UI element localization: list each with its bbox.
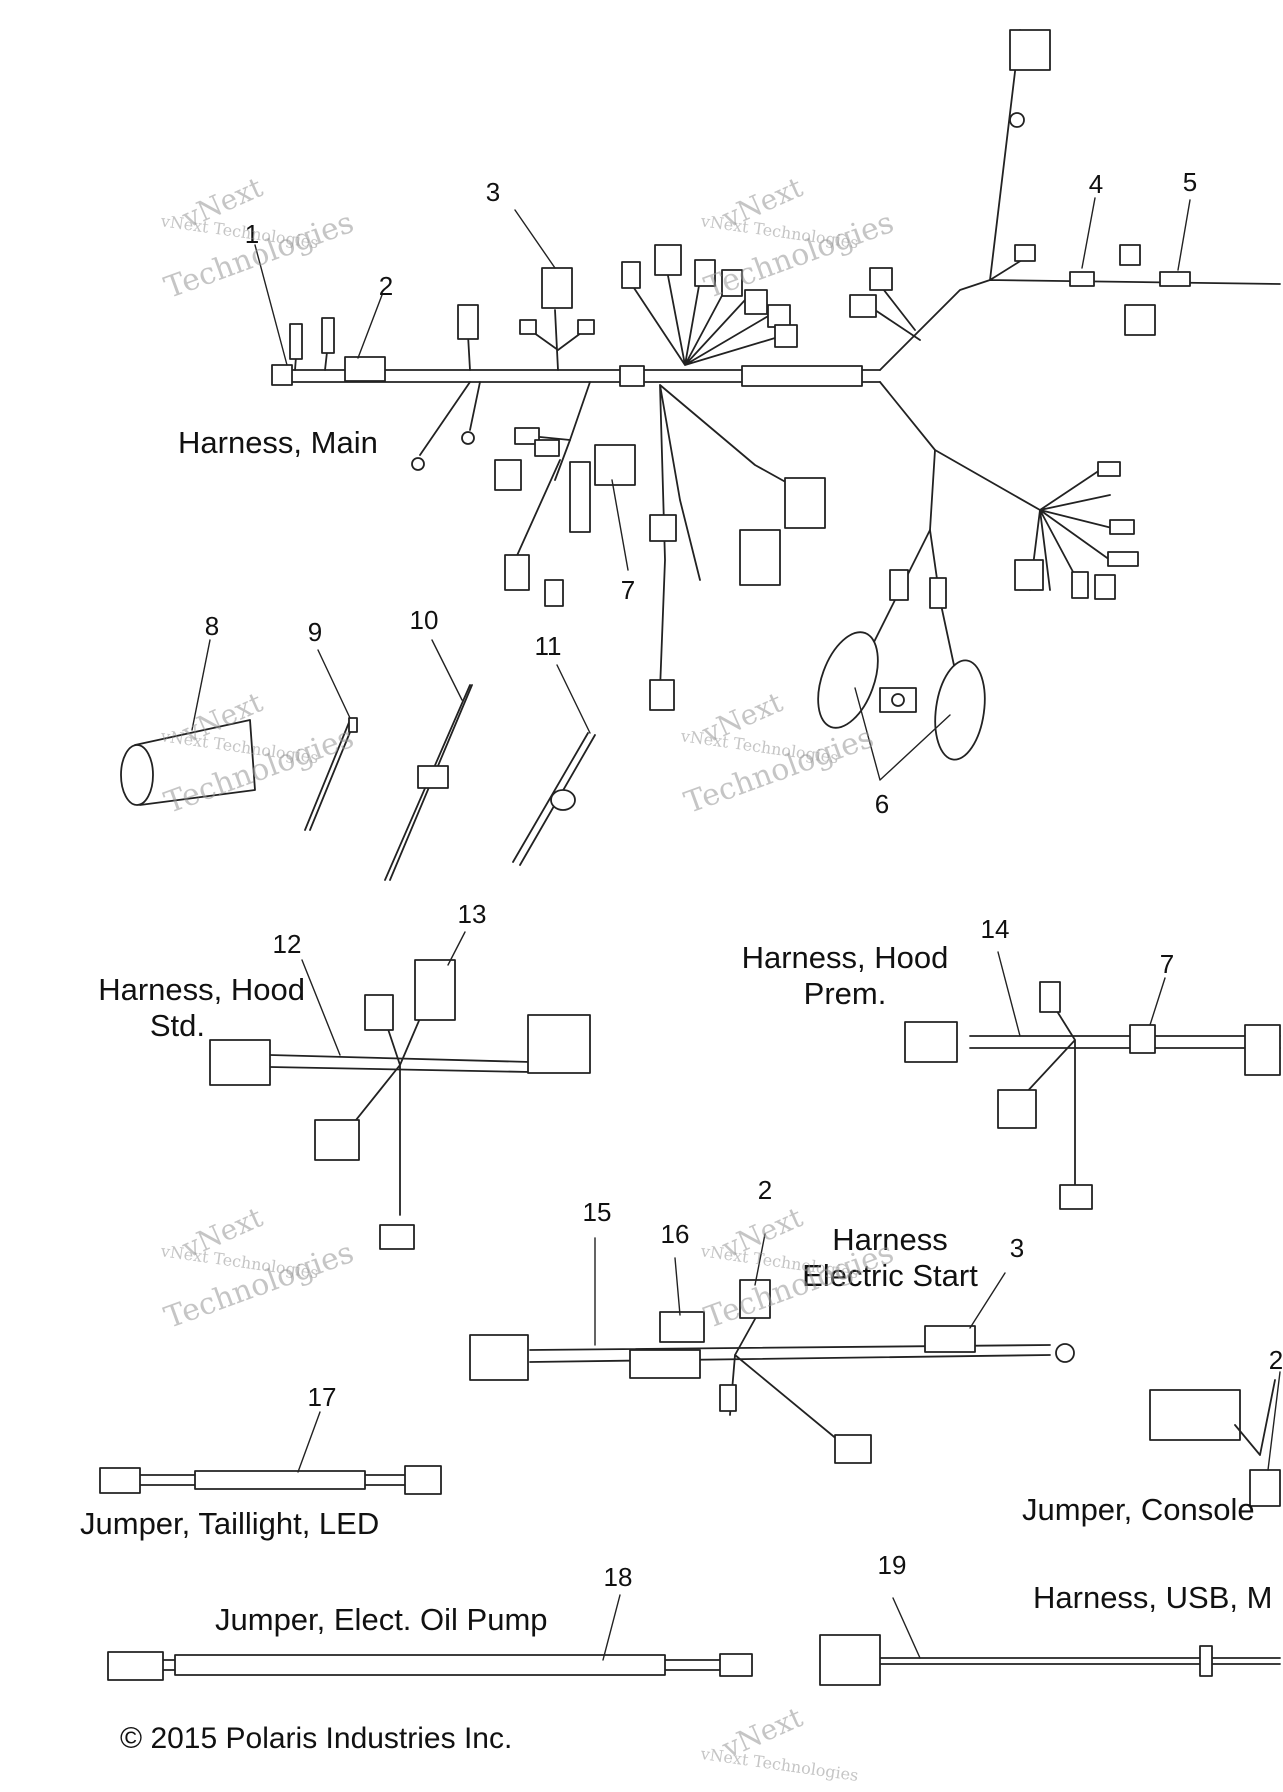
callout-3-electric-start: 3 xyxy=(1009,1233,1025,1263)
label-harness-hood-std: Harness, Hood Std. xyxy=(60,972,305,1044)
harness-electric-start-drawing xyxy=(469,1279,1075,1464)
copyright-notice: © 2015 Polaris Industries Inc. xyxy=(120,1722,513,1755)
label-harness-hood-prem-line2: Prem. xyxy=(803,976,887,1011)
callout-12: 12 xyxy=(272,929,302,959)
parts-8-11-drawing xyxy=(120,684,596,881)
callout-17: 17 xyxy=(307,1382,337,1412)
label-harness-electric-start-line2: Electric Start xyxy=(802,1258,978,1293)
callout-8: 8 xyxy=(204,611,220,641)
callout-3: 3 xyxy=(485,177,501,207)
label-harness-hood-prem-line1: Harness, Hood xyxy=(741,940,949,975)
callout-14: 14 xyxy=(980,914,1010,944)
label-harness-hood-std-line1: Harness, Hood xyxy=(98,972,305,1007)
label-jumper-taillight: Jumper, Taillight, LED xyxy=(80,1506,380,1541)
callout-16: 16 xyxy=(660,1219,690,1249)
leader-lines xyxy=(191,197,1281,1661)
callout-11: 11 xyxy=(534,631,562,661)
callout-15: 15 xyxy=(582,1197,612,1227)
callout-13: 13 xyxy=(457,899,487,929)
callout-9: 9 xyxy=(307,617,323,647)
harness-main-drawing xyxy=(271,29,1281,761)
callout-6: 6 xyxy=(874,789,890,819)
callout-7: 7 xyxy=(620,575,636,605)
label-jumper-oil-pump: Jumper, Elect. Oil Pump xyxy=(215,1602,548,1637)
label-jumper-console: Jumper, Console xyxy=(1022,1492,1255,1527)
callout-10: 10 xyxy=(409,605,439,635)
label-harness-hood-prem: Harness, Hood Prem. xyxy=(730,940,960,1012)
callout-18: 18 xyxy=(603,1562,633,1592)
harness-hood-prem-drawing xyxy=(904,981,1281,1210)
callout-7-hood-prem: 7 xyxy=(1159,949,1175,979)
callout-2: 2 xyxy=(378,271,394,301)
callout-19: 19 xyxy=(877,1550,907,1580)
label-harness-hood-std-line2: Std. xyxy=(149,1008,205,1043)
callout-4: 4 xyxy=(1088,169,1104,199)
callout-2-electric-start: 2 xyxy=(757,1175,773,1205)
label-harness-electric-start-line1: Harness xyxy=(832,1222,948,1257)
callout-2-console: 2 xyxy=(1268,1345,1283,1375)
label-harness-usb: Harness, USB, M xyxy=(1033,1580,1273,1615)
callout-1: 1 xyxy=(244,219,260,249)
callout-5: 5 xyxy=(1182,167,1198,197)
harness-hood-std-drawing xyxy=(209,959,591,1250)
label-harness-main: Harness, Main xyxy=(178,425,378,460)
label-harness-electric-start: Harness Electric Start xyxy=(780,1222,1000,1294)
jumpers-drawing xyxy=(99,1379,1281,1686)
